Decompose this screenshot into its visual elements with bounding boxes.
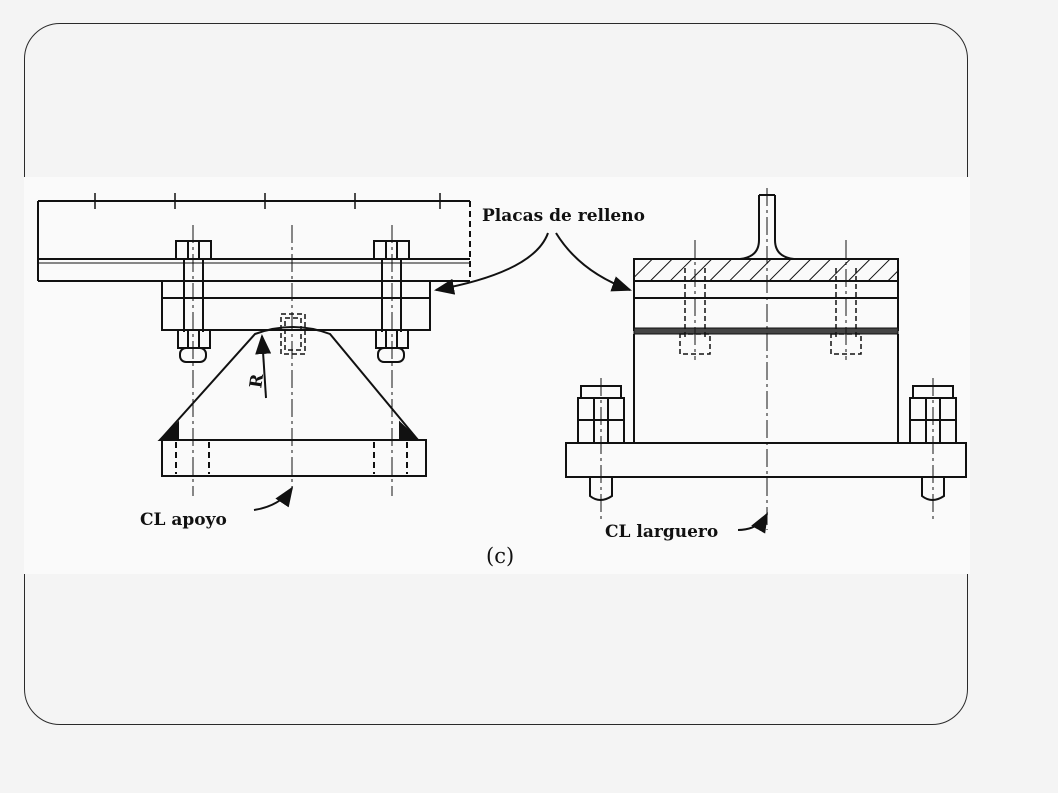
radius-arrow <box>255 334 272 399</box>
hidden-bolts <box>679 268 862 355</box>
stringer-flange <box>633 258 899 282</box>
filler-plates-left <box>161 280 431 331</box>
drawing-area <box>24 177 970 574</box>
cl-stringer-leader <box>737 512 768 534</box>
filler-plates-right <box>633 280 899 335</box>
left-view <box>37 193 471 511</box>
radius-label: R <box>246 372 268 390</box>
bearing-block <box>633 334 899 443</box>
cl-support-label: CL apoyo <box>140 510 227 530</box>
cl-support-leader <box>253 486 294 511</box>
masonry-plate-right <box>565 442 967 478</box>
centerlines-left <box>192 225 393 496</box>
fillers-label: Placas de relleno <box>482 206 645 226</box>
centerlines-right <box>600 188 934 530</box>
center-pin <box>280 313 306 355</box>
figure-label: (c) <box>486 544 514 568</box>
cl-stringer-label: CL larguero <box>605 522 718 542</box>
filler-plates-leaders <box>434 232 632 295</box>
masonry-plate-left <box>161 439 427 477</box>
stringer-beam <box>37 193 471 282</box>
right-view <box>565 188 967 534</box>
